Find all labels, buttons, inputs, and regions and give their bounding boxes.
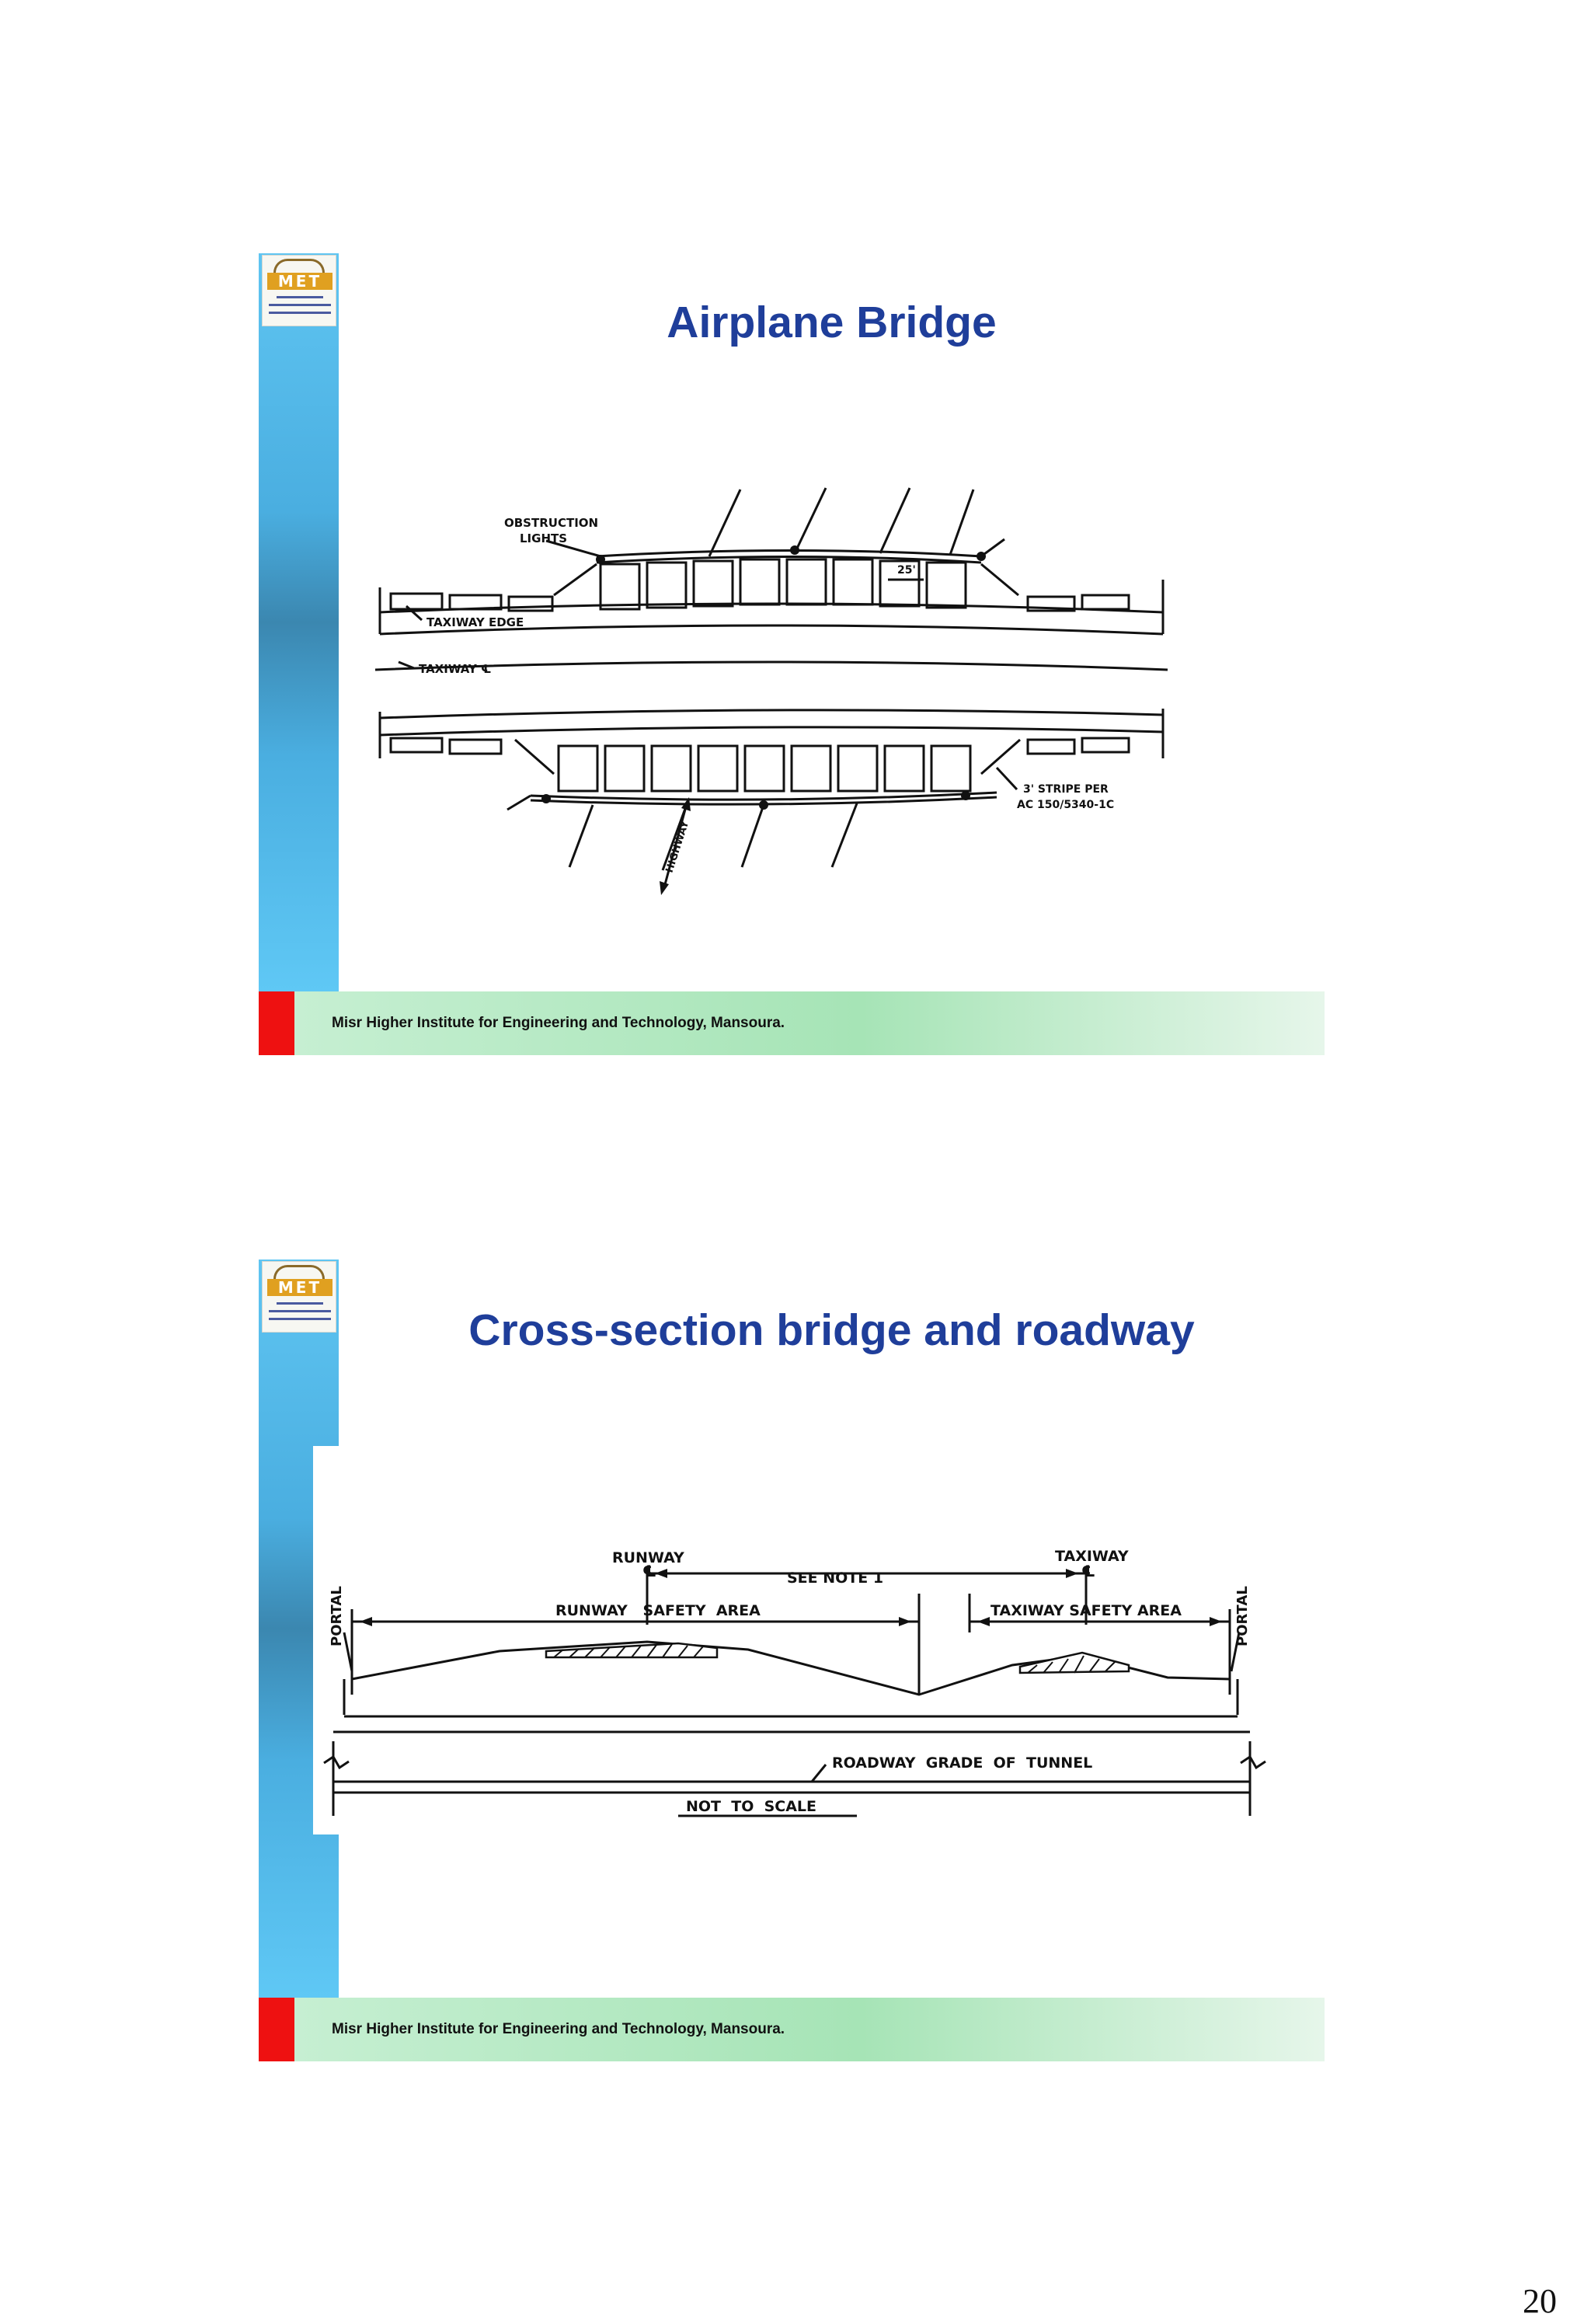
label-runway: RUNWAY [612,1549,684,1566]
label-runway-safety-area: RUNWAY SAFETY AREA [555,1602,761,1619]
slide-airplane-bridge: MET Airplane Bridge [259,253,1325,1055]
label-roadway-grade: ROADWAY GRADE OF TUNNEL [832,1754,1092,1772]
institute-logo: MET [262,1261,336,1333]
slide-title: Airplane Bridge [667,298,997,347]
footer-accent [259,991,294,1055]
slide-title: Cross-section bridge and roadway [468,1305,1195,1355]
label-runway-centerline: ℄ [642,1562,656,1580]
label-taxiway-centerline: TAXIWAY ℄ [419,662,491,676]
label-stripe-spec: AC 150/5340-1C [1017,799,1114,811]
label-obstruction-lights: LIGHTS [520,531,567,545]
slide-cross-section: MET Cross-section bridge and roadway [259,1260,1325,2061]
slide-footer: Misr Higher Institute for Engineering an… [294,991,1325,1055]
cross-section-drawing: RUNWAY ℄ TAXIWAY ℄ SEE NOTE 1 RUNWAY SAF… [313,1446,1323,1834]
logo-arch-icon [273,1265,325,1279]
slide-sidebar: MET [259,253,339,991]
label-obstruction: OBSTRUCTION [504,516,598,530]
logo-wordmark: MET [267,1279,332,1296]
page-number: 20 [1523,2282,1557,2320]
footer-accent [259,1998,294,2061]
label-portal-left: PORTAL [329,1586,345,1646]
footer-text: Misr Higher Institute for Engineering an… [332,1015,785,1031]
label-stripe: 3' STRIPE PER [1023,783,1109,796]
label-highway: HIGHWAY [664,819,692,874]
label-taxiway: TAXIWAY [1055,1548,1129,1565]
label-dimension: 25' [897,564,916,577]
institute-logo: MET [262,255,336,326]
footer-text: Misr Higher Institute for Engineering an… [332,2021,785,2037]
logo-line [269,1310,331,1312]
logo-line [277,1302,323,1305]
logo-line [269,312,331,314]
logo-wordmark: MET [267,273,332,290]
label-taxiway-safety-area: TAXIWAY SAFETY AREA [990,1602,1182,1619]
label-see-note: SEE NOTE 1 [787,1570,883,1587]
slide-footer: Misr Higher Institute for Engineering an… [294,1998,1325,2061]
logo-arch-icon [273,259,325,273]
label-taxiway-centerline: ℄ [1081,1562,1095,1580]
logo-line [277,296,323,298]
logo-line [269,1318,331,1320]
label-portal-right: PORTAL [1234,1586,1251,1646]
label-not-to-scale: NOT TO SCALE [686,1798,816,1815]
label-taxiway-edge: TAXIWAY EDGE [426,615,524,629]
airplane-bridge-plan-drawing: OBSTRUCTION LIGHTS 25' TAXIWAY EDGE TAXI… [374,487,1168,895]
logo-line [269,304,331,306]
